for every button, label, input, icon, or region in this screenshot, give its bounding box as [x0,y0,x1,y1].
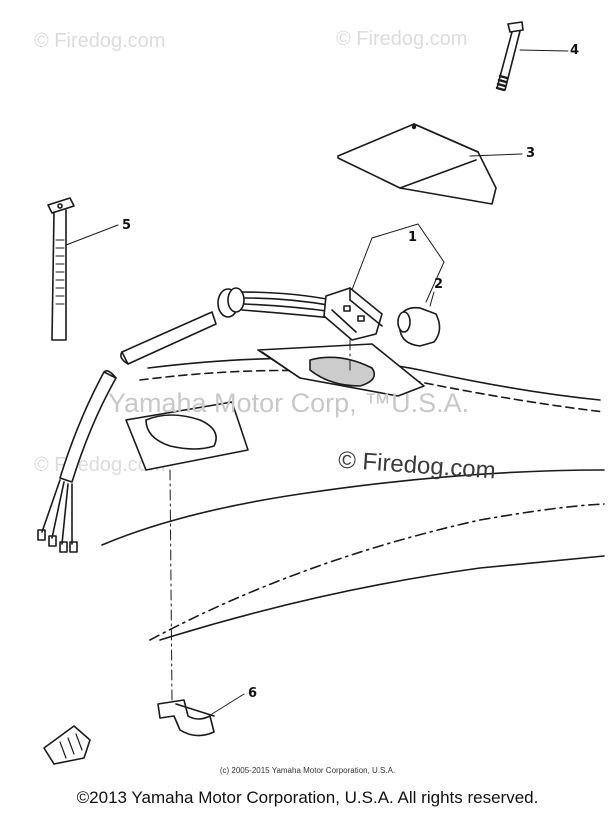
watermark-firedog: © Firedog.com [34,30,166,52]
callout-1: 1 [408,230,418,245]
cable-tie-part-5 [47,197,119,341]
callout-2: 2 [434,277,444,292]
clamp-part-6 [157,693,245,737]
callout-6: 6 [248,686,258,701]
callout-4: 4 [570,43,580,58]
reflector-fragment [43,725,91,765]
fine-print-copyright: (c) 2005-2015 Yamaha Motor Corporation, … [219,766,396,775]
fender-body [101,343,605,641]
assembly-bracket-part-1 [347,223,445,303]
bulb-part-2 [397,291,441,347]
wire-harness-part-1 [120,287,383,365]
lead-wire [37,370,117,553]
footer-copyright: ©2013 Yamaha Motor Corporation, U.S.A. A… [76,788,539,807]
watermark-firedog: © Firedog.com [336,28,468,50]
callout-3: 3 [526,146,536,161]
bolt-part-4 [495,21,569,92]
assembly-line [169,339,351,701]
watermark-yamaha-corp: Yamaha Motor Corp, ™U.S.A. [108,388,470,418]
pad-part-3 [337,123,523,205]
callout-5: 5 [122,218,132,233]
